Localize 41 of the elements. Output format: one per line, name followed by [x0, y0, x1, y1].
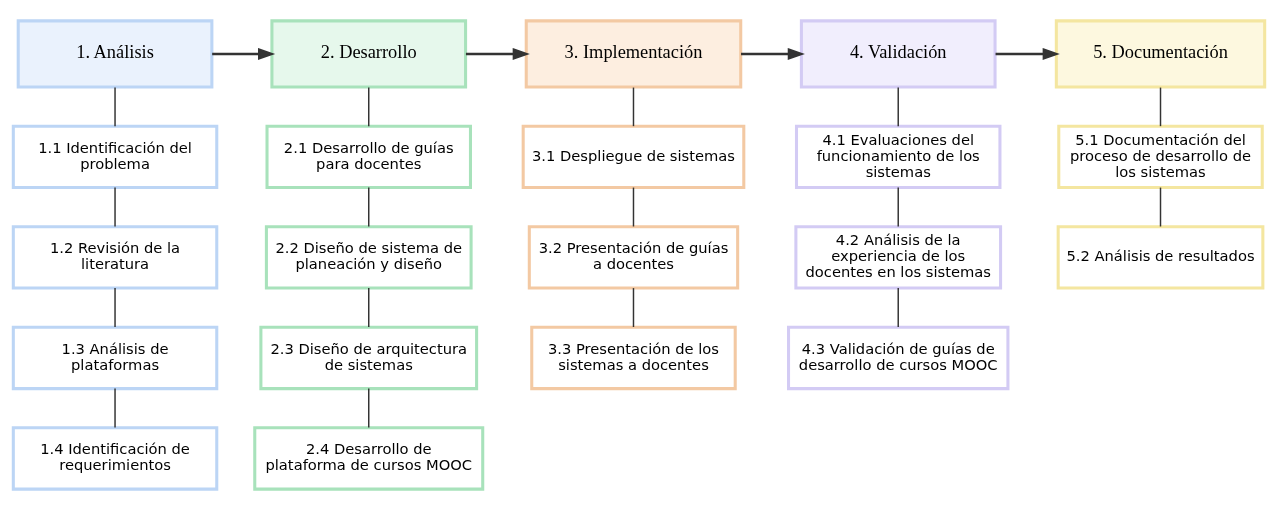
connector [114, 86, 116, 127]
node-box: 1.3 Análisis de plataformas [11, 325, 219, 390]
connector [897, 186, 899, 227]
node-box: 4.2 Análisis de la experiencia de los docentes en los sistemas [794, 224, 1003, 290]
node-box: 2.1 Desarrollo de guías para docentes [265, 124, 472, 189]
node-box: 1. Análisis [16, 18, 214, 89]
node-box: 1.1 Identificación del problema [11, 124, 219, 189]
node-box: 4. Validación [799, 18, 997, 89]
arrow [212, 47, 276, 60]
connector [114, 186, 116, 227]
connector [897, 286, 899, 328]
connector [632, 186, 635, 227]
arrow [741, 47, 805, 60]
node-box: 3.1 Despliegue de sistemas [521, 124, 746, 189]
node-box: 5.2 Análisis de resultados [1056, 224, 1265, 290]
connector [114, 387, 116, 428]
connector [897, 86, 899, 127]
node-box: 1.4 Identificación de requerimientos [11, 425, 219, 491]
node-box: 2.2 Diseño de sistema de planeación y diseño [264, 224, 473, 290]
connector [368, 387, 370, 428]
node-box: 4.1 Evaluaciones del funcionamiento de los sistemas [794, 124, 1002, 189]
node-box: 2.4 Desarrollo de plataforma de cursos MOOC [253, 425, 485, 491]
connector [368, 286, 370, 328]
node-box: 3. Implementación [524, 18, 743, 89]
node-box: 5.1 Documentación del proceso de desarrollo de los sistemas [1057, 124, 1264, 189]
connector [632, 86, 635, 127]
connector [114, 286, 116, 328]
connector [1159, 186, 1162, 227]
node-box: 3.2 Presentación de guías a docentes [527, 224, 740, 290]
node-box: 4.3 Validación de guías de desarrollo de cursos MOOC [787, 325, 1010, 390]
arrow [995, 47, 1060, 60]
arrow [465, 47, 530, 60]
connector [1159, 86, 1162, 127]
node-box: 2. Desarrollo [270, 18, 468, 89]
node-box: 3.3 Presentación de los sistemas a docentes [530, 325, 737, 390]
connector [632, 286, 635, 328]
node-box: 1.2 Revisión de la literatura [11, 224, 219, 290]
node-box: 5. Documentación [1054, 18, 1267, 89]
connector [368, 186, 370, 227]
node-box: 2.3 Diseño de arquitectura de sistemas [259, 325, 479, 390]
connector [368, 86, 370, 127]
